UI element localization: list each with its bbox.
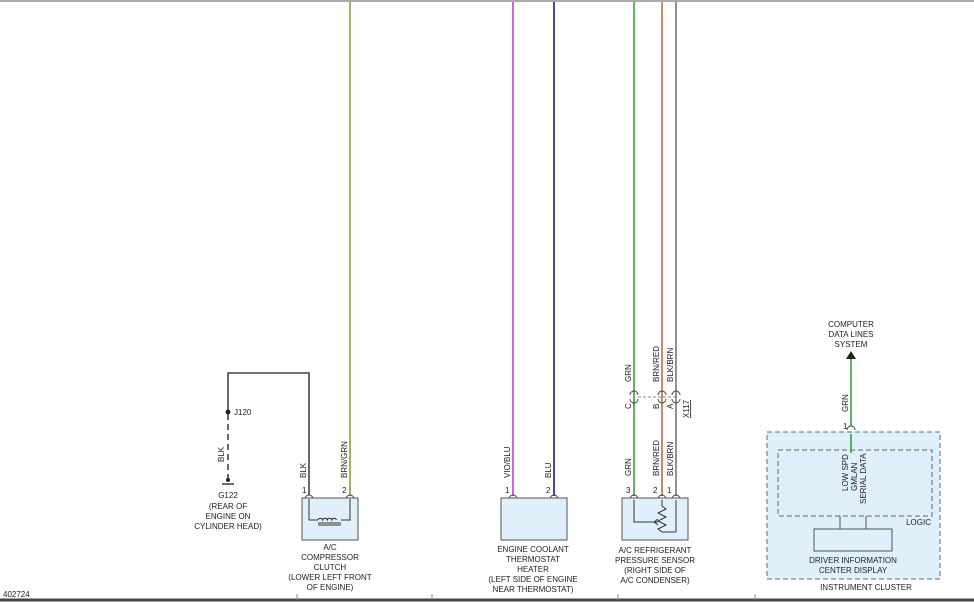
connector-pin: C [624, 403, 633, 409]
serial-data-label: LOW SPD [841, 454, 850, 491]
connector-pin: B [652, 404, 661, 409]
pin-number: 1 [302, 486, 307, 495]
thermostat-heater-box [500, 497, 568, 541]
compressor-label: CLUTCH [314, 563, 347, 572]
bottom-ticks [296, 594, 756, 600]
potentiometer-symbol [633, 500, 677, 533]
wire-color-blk: BLK [299, 462, 308, 478]
diagram-code: 402724 [3, 590, 30, 599]
splice-label: J120 [234, 408, 252, 417]
destination-label: COMPUTER [828, 320, 874, 329]
wire-color-grn-data: GRN [841, 394, 850, 412]
wire-color-grn-upper: GRN [624, 364, 633, 382]
arrow-up-icon [846, 351, 856, 359]
logic-label: LOGIC [906, 518, 931, 527]
pressure-sensor-box [621, 497, 689, 541]
sensor-location: A/C CONDENSER) [620, 576, 690, 585]
ground-wire-color: BLK [217, 446, 226, 462]
instrument-cluster-box [766, 431, 941, 580]
pin-number: 1 [505, 486, 510, 495]
clutch-coil-symbol [308, 499, 351, 526]
sensor-label: PRESSURE SENSOR [615, 556, 695, 565]
sensor-location: (RIGHT SIDE OF [624, 566, 686, 575]
pin-number: 2 [546, 486, 551, 495]
compressor-clutch-box [301, 497, 359, 541]
compressor-location: OF ENGINE) [307, 583, 354, 592]
wire-color-blk-brn-upper: BLK/BRN [666, 348, 675, 382]
ground-id: G122 [218, 491, 238, 500]
ground-location: ENGINE ON [206, 512, 251, 521]
wire-color-brn-grn: BRN/GRN [340, 441, 349, 478]
serial-data-label: GMLAN [850, 462, 859, 491]
compressor-location: (LOWER LEFT FRONT [288, 573, 372, 582]
logic-box [777, 449, 933, 517]
connector-pin: A [666, 403, 675, 409]
terminal [846, 425, 856, 431]
wire-color-brn-red-upper: BRN/RED [652, 346, 661, 382]
wire-color-blu: BLU [544, 462, 553, 478]
display-label: CENTER DISPLAY [819, 566, 888, 575]
ground-g122 [222, 372, 310, 495]
heater-location: (LEFT SIDE OF ENGINE [488, 575, 577, 584]
sensor-label: A/C REFRIGERANT [619, 546, 692, 555]
pin-number: 1 [843, 422, 848, 431]
serial-data-label: SERIAL DATA [859, 453, 868, 504]
connector-id: X117 [682, 399, 691, 418]
ground-location: CYLINDER HEAD) [194, 522, 262, 531]
display-label: DRIVER INFORMATION [809, 556, 897, 565]
connector-x117-terminals [629, 390, 681, 404]
splice-j120-dot [225, 409, 231, 415]
pin-number: 2 [342, 486, 347, 495]
heater-label: ENGINE COOLANT [497, 545, 569, 554]
ground-wire [227, 372, 310, 495]
heater-label: THERMOSTAT [506, 555, 560, 564]
ground-symbol-dot [226, 478, 230, 482]
wire-color-vio-blu: VIO/BLU [503, 446, 512, 478]
wire-color-blk-brn-lower: BLK/BRN [666, 442, 675, 476]
driver-info-display-box [813, 528, 893, 552]
compressor-label: A/C [323, 543, 337, 552]
ground-location: (REAR OF [209, 502, 247, 511]
destination-label: DATA LINES [828, 330, 873, 339]
heater-label: HEATER [517, 565, 549, 574]
wire-color-grn-lower: GRN [624, 458, 633, 476]
cluster-label: INSTRUMENT CLUSTER [820, 583, 912, 592]
heater-location: NEAR THERMOSTAT) [493, 585, 574, 594]
wire-color-brn-red-lower: BRN/RED [652, 440, 661, 476]
compressor-label: COMPRESSOR [301, 553, 359, 562]
pin-number: 2 [653, 486, 658, 495]
pin-number: 3 [626, 486, 631, 495]
pin-number: 1 [667, 486, 672, 495]
destination-label: SYSTEM [835, 340, 868, 349]
